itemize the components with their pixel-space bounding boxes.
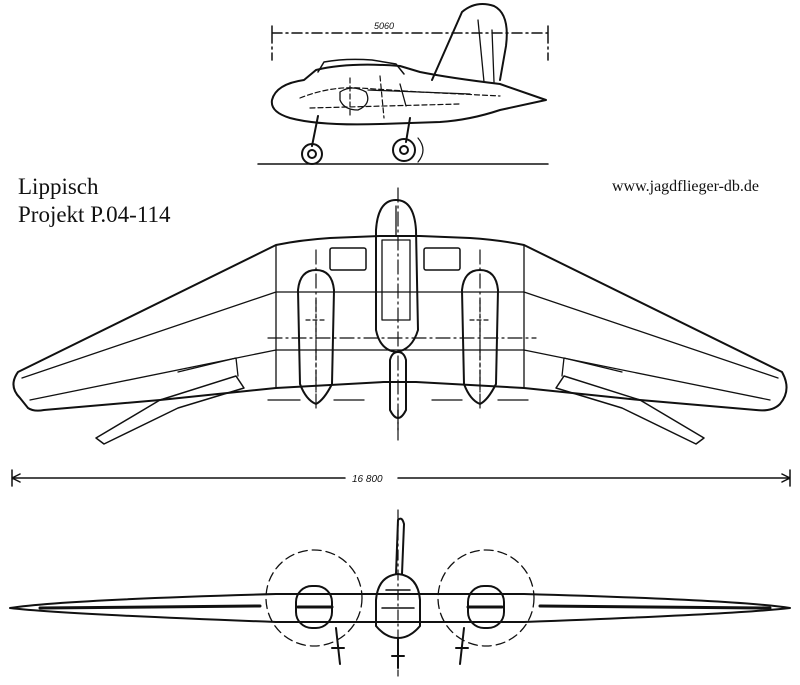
side-fuselage (270, 63, 547, 126)
plan-nacelle-right (461, 269, 499, 405)
plan-view (11, 187, 791, 487)
plan-tail-boom (389, 351, 407, 419)
side-nose-gear (311, 115, 319, 147)
vertical-tail (431, 3, 508, 81)
side-main-gear (405, 117, 411, 143)
side-nose-wheel (301, 143, 323, 165)
front-gear-right (455, 627, 469, 665)
plan-wing-panel-lines (21, 244, 779, 401)
front-prop-right (437, 549, 535, 647)
plan-elevon-left (95, 375, 245, 445)
plan-fuselage (375, 199, 419, 353)
front-prop-left (265, 549, 363, 647)
front-wing (9, 593, 791, 623)
front-vertical-tail (395, 517, 405, 575)
side-length-dimension-label: 5060 (374, 21, 394, 31)
front-fuselage (375, 573, 421, 639)
front-gear-left (331, 627, 345, 665)
plan-elevon-right (555, 375, 705, 445)
front-view (9, 509, 791, 677)
project-name-label: Projekt P.04-114 (18, 202, 171, 227)
website-label: www.jagdflieger-db.de (612, 178, 760, 195)
manufacturer-label: Lippisch (18, 174, 99, 199)
wingspan-dimension-label: 16 800 (352, 474, 383, 485)
plan-nacelle-left (297, 269, 335, 405)
span-dimension-line (11, 469, 791, 487)
side-dimension-line (271, 25, 549, 61)
side-main-wheel (392, 138, 416, 162)
side-view (257, 3, 549, 165)
plan-centerline (267, 187, 537, 441)
plan-intake-right (423, 247, 461, 271)
side-canopy (317, 58, 405, 75)
plan-wing-outline (12, 235, 788, 412)
plan-intake-left (329, 247, 367, 271)
